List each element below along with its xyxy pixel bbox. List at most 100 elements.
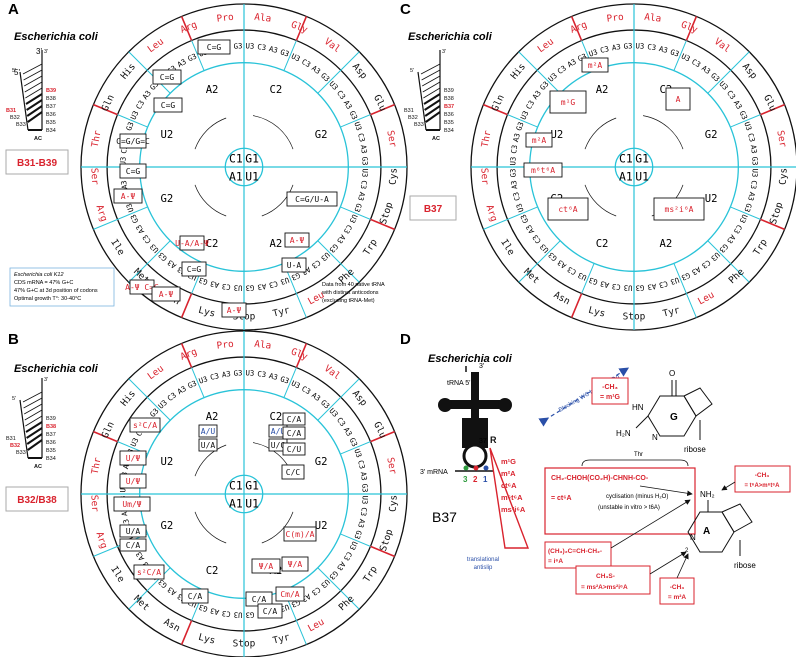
amino-acid-label: Cys [778, 168, 790, 186]
stem-label: B37 [46, 104, 56, 110]
third-base-label: G3 [233, 41, 242, 50]
pair-box-a: C=G [152, 69, 182, 85]
third-base-label: U3 [279, 275, 290, 286]
third-base-label: U3 [669, 275, 680, 286]
m1g-box [591, 377, 629, 405]
stem-label: B33 [16, 122, 26, 128]
second-base-label: G2 [315, 129, 328, 141]
third-base-label: U3 [738, 213, 750, 225]
pair-box-frame [181, 261, 207, 277]
note-line: Data from 40 native tRNA [322, 282, 385, 288]
pair-box-label: s²C/A [133, 421, 157, 430]
second-base-label: C2 [270, 84, 283, 96]
amino-acid-label: Ser [88, 168, 100, 186]
third-base-label: G3 [352, 202, 363, 213]
ms2-line: = ms²A>ms²i⁶A [581, 584, 628, 591]
guanine-N: N [652, 433, 658, 442]
t6a-box [734, 465, 791, 493]
third-base-label: C3 [300, 384, 312, 396]
inner-arc [642, 115, 684, 150]
adenine-A: A [703, 526, 710, 537]
third-base-label: G3 [198, 275, 209, 286]
second-base-label: A2 [270, 238, 283, 250]
third-base-label: U3 [348, 540, 360, 552]
amino-acid-label: Tyr [272, 632, 292, 647]
third-base-label: G3 [514, 121, 525, 132]
stem-label: B38 [46, 96, 56, 102]
stem-strand [417, 71, 427, 131]
amino-acid-label: Ala [644, 12, 662, 25]
pair-box-label: U/Ψ [126, 477, 141, 486]
third-base-label: G3 [245, 283, 254, 292]
third-base-label: C3 [166, 390, 178, 402]
pair-box-label: A [676, 95, 681, 104]
stem-3prime: 3' [36, 47, 42, 56]
amino-acid-label: His [119, 388, 138, 408]
wheel-red-spoke [93, 103, 118, 116]
third-base-label: C3 [611, 282, 621, 292]
first-base-label: G1 [635, 151, 649, 165]
pair-box-frame [525, 132, 553, 148]
wheel-spoke [518, 240, 561, 283]
amino-acid-label: Gly [289, 346, 309, 363]
pair-box-frame [119, 538, 147, 552]
third-base-label: A3 [690, 265, 702, 277]
third-base-label: U3 [576, 271, 588, 283]
third-base-label: A3 [310, 390, 322, 402]
pair-box-label: U-A/A-Ψ [175, 239, 209, 248]
stem-rung [24, 81, 43, 93]
pair-box-b: Ψ/A [251, 558, 281, 574]
third-base-label: C3 [690, 57, 702, 69]
pair-box-frame [133, 564, 165, 580]
third-base-label: C3 [119, 144, 129, 154]
pair-box-frame [221, 302, 247, 318]
third-base-label: C3 [209, 371, 220, 382]
third-base-label: A3 [359, 471, 369, 481]
third-base-label: C3 [221, 609, 231, 619]
third-base-label: A3 [599, 279, 610, 290]
third-base-label: C3 [335, 89, 347, 101]
second-base-label: C2 [596, 238, 609, 250]
first-base-label: C1 [229, 478, 243, 492]
amino-acid-label: Asp [350, 61, 370, 81]
stem-label: B36 [444, 112, 454, 118]
stem-rung [24, 409, 43, 421]
stem-label: B32 [10, 115, 20, 121]
panel-d: D Escherichia coli tRNA 5' 3' 37 R 3' mR… [400, 331, 791, 605]
wheel-spoke [707, 240, 750, 283]
third-base-label: A3 [221, 369, 231, 379]
third-base-label: A3 [359, 144, 369, 154]
panel-letter: D [400, 331, 411, 348]
stem-diagrams: 3'5'B39B38B37B36B35B34B31B32B33AC3'5'B39… [6, 49, 454, 470]
third-base-label: G3 [186, 52, 198, 64]
third-base-label: A3 [509, 180, 519, 190]
adenine-position-2: 2 [685, 548, 689, 554]
wheel-red-spoke [370, 545, 395, 558]
panel-title: Escherichia coli [14, 31, 99, 43]
amino-acid-label: Gly [679, 19, 699, 36]
stem-rung [26, 433, 43, 445]
modification-triangle [489, 447, 530, 549]
amino-acid-label: Ser [774, 129, 788, 148]
amino-acid-label: Leu [306, 616, 326, 634]
third-base-label: G3 [279, 47, 290, 58]
third-base-label: A3 [342, 426, 354, 438]
third-base-label: G3 [233, 368, 242, 377]
cyclisation-label: cyclisation (minus H₂O) [606, 494, 668, 500]
pair-box-label: C=G [207, 43, 222, 52]
panel-c: C Escherichia coli B37 [400, 1, 493, 221]
amino-acid-label: Cys [388, 495, 400, 513]
pair-box-label: C/A [252, 595, 267, 604]
third-base-label: U3 [233, 610, 242, 619]
pair-box-a: A-Ψ [284, 232, 310, 248]
thr-bracket [581, 459, 689, 467]
pair-box-label: C(m)/A [286, 530, 315, 539]
third-base-label: C3 [342, 223, 354, 235]
unstable-label: (unstable in vitro > t6A) [598, 505, 660, 511]
pair-box-label: m²A [532, 136, 547, 145]
pair-box-label: C/U [287, 445, 302, 454]
wheel-spoke [128, 378, 171, 421]
pair-box-label: A/U [201, 427, 216, 436]
info-line: Optimal growth T°: 30-40°C [14, 296, 81, 302]
amino-acid-label: Ser [478, 168, 490, 186]
